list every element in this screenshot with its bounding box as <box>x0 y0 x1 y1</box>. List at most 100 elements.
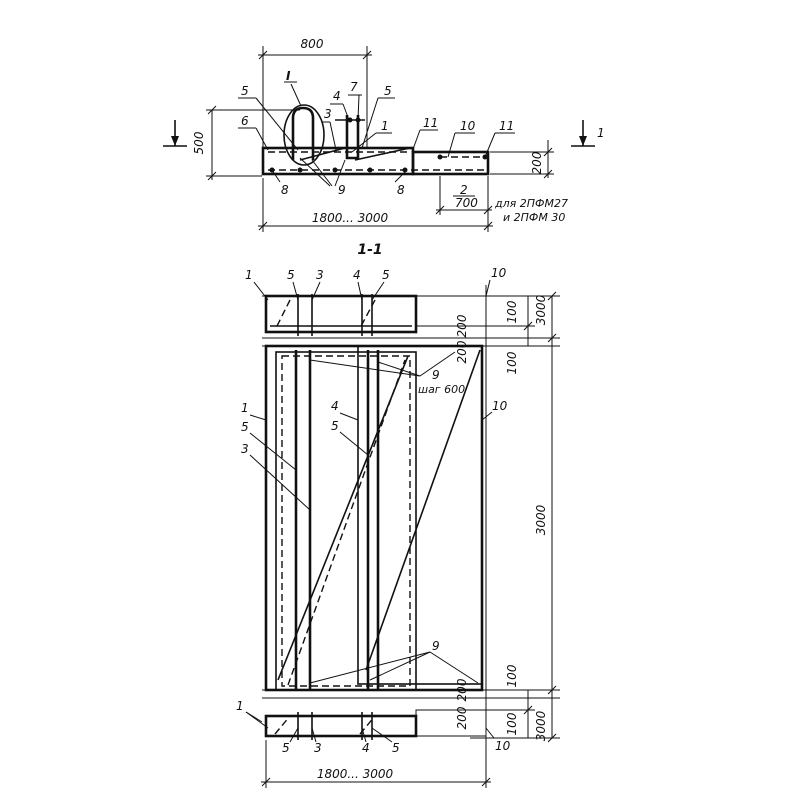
tick <box>523 321 533 331</box>
rebar-bend <box>354 147 411 161</box>
callout-9: 9 <box>432 368 440 382</box>
callout-1: 1 <box>236 699 244 713</box>
dim-bot-100: 100 <box>505 712 519 735</box>
section-arrow-right <box>579 136 587 146</box>
section-arrow-left <box>171 136 179 146</box>
dim-200: 200 <box>530 151 544 174</box>
tick <box>483 205 493 215</box>
node-label: I <box>286 69 291 83</box>
callout-3: 3 <box>314 741 322 755</box>
tick <box>547 291 557 301</box>
rebar-dot <box>297 167 303 173</box>
leader <box>309 651 431 684</box>
bottom-panel <box>264 714 418 738</box>
tick <box>481 777 491 787</box>
callout-4: 4 <box>362 741 370 755</box>
dim-bot-200: 200 <box>455 706 469 729</box>
tick <box>543 147 553 157</box>
callout-10: 10 <box>460 119 476 133</box>
leader <box>342 103 350 121</box>
tick <box>547 733 557 743</box>
callout-1: 1 <box>241 401 249 415</box>
leader <box>485 727 495 739</box>
bottom-panel-ext <box>415 709 487 737</box>
top-panel-ext <box>415 295 487 327</box>
leader <box>361 97 379 149</box>
main-panel-inner-right <box>357 345 483 685</box>
tick <box>258 50 268 60</box>
callout-2: 2 <box>460 183 468 197</box>
note-2pfm27: для 2ПФМ27 <box>494 197 568 210</box>
diagonal-rebar-dashed <box>287 359 406 686</box>
leader <box>309 359 421 377</box>
dim-top-100: 100 <box>505 300 519 323</box>
leader <box>351 132 377 153</box>
top-view: 800 500 1 I <box>163 37 605 232</box>
dim-bot-3000: 3000 <box>534 710 548 741</box>
diagonal-rebar <box>365 349 481 671</box>
callout-9: 9 <box>432 639 440 653</box>
leader <box>334 159 346 187</box>
leader <box>329 121 337 151</box>
leader <box>419 351 456 377</box>
callout-9: 9 <box>338 183 346 197</box>
leader <box>394 171 406 183</box>
callout-5: 5 <box>241 84 249 98</box>
leader <box>485 279 491 297</box>
callout-4: 4 <box>331 399 339 413</box>
callout-10: 10 <box>492 399 508 413</box>
callout-3: 3 <box>316 268 324 282</box>
leader <box>357 94 360 121</box>
dim-800: 800 <box>301 37 324 51</box>
section-label-right: 1 <box>597 126 605 140</box>
leader <box>255 127 269 151</box>
callout-10: 10 <box>495 739 511 753</box>
leader <box>361 727 367 743</box>
leader <box>245 711 269 729</box>
callout-3: 3 <box>241 442 249 456</box>
callout-5: 5 <box>382 268 390 282</box>
section-title: 1-1 <box>357 242 382 258</box>
dim-700: 700 <box>455 196 478 210</box>
leader <box>299 157 331 187</box>
callout-5: 5 <box>331 419 339 433</box>
leader <box>447 132 456 158</box>
callout-4: 4 <box>333 89 341 103</box>
dim-main-3000: 3000 <box>534 504 548 535</box>
dim-top-200: 200 <box>455 314 469 337</box>
leader <box>369 651 431 681</box>
leader <box>249 454 311 511</box>
callout-11: 11 <box>423 116 438 130</box>
tick <box>483 221 493 231</box>
callout-8: 8 <box>397 183 405 197</box>
dim-top-3000: 3000 <box>534 294 548 325</box>
tick <box>543 169 553 179</box>
callout-5: 5 <box>282 741 290 755</box>
slab-extension <box>411 150 490 176</box>
leader <box>339 431 369 456</box>
leader <box>249 432 297 471</box>
callout-5: 5 <box>384 84 392 98</box>
leader <box>249 414 267 421</box>
diag-rebar-bottom <box>274 715 291 735</box>
leader <box>292 281 299 301</box>
stirrup-frame <box>345 115 360 160</box>
leader <box>377 361 421 377</box>
tick <box>258 221 268 231</box>
dim-length-bottom: 1800... 3000 <box>317 767 394 781</box>
tick <box>261 777 271 787</box>
leader <box>311 727 317 743</box>
leader <box>371 727 393 743</box>
leader <box>289 727 299 743</box>
dim-500: 500 <box>192 131 206 154</box>
leader <box>271 169 281 183</box>
rebar-dot <box>402 167 408 173</box>
leader <box>481 411 493 421</box>
leader <box>339 412 359 421</box>
rebar-bend <box>299 147 346 161</box>
dim-length: 1800... 3000 <box>312 211 389 225</box>
callout-10: 10 <box>491 266 507 280</box>
rebar-dot <box>367 167 373 173</box>
dim-bot-100: 100 <box>505 664 519 687</box>
